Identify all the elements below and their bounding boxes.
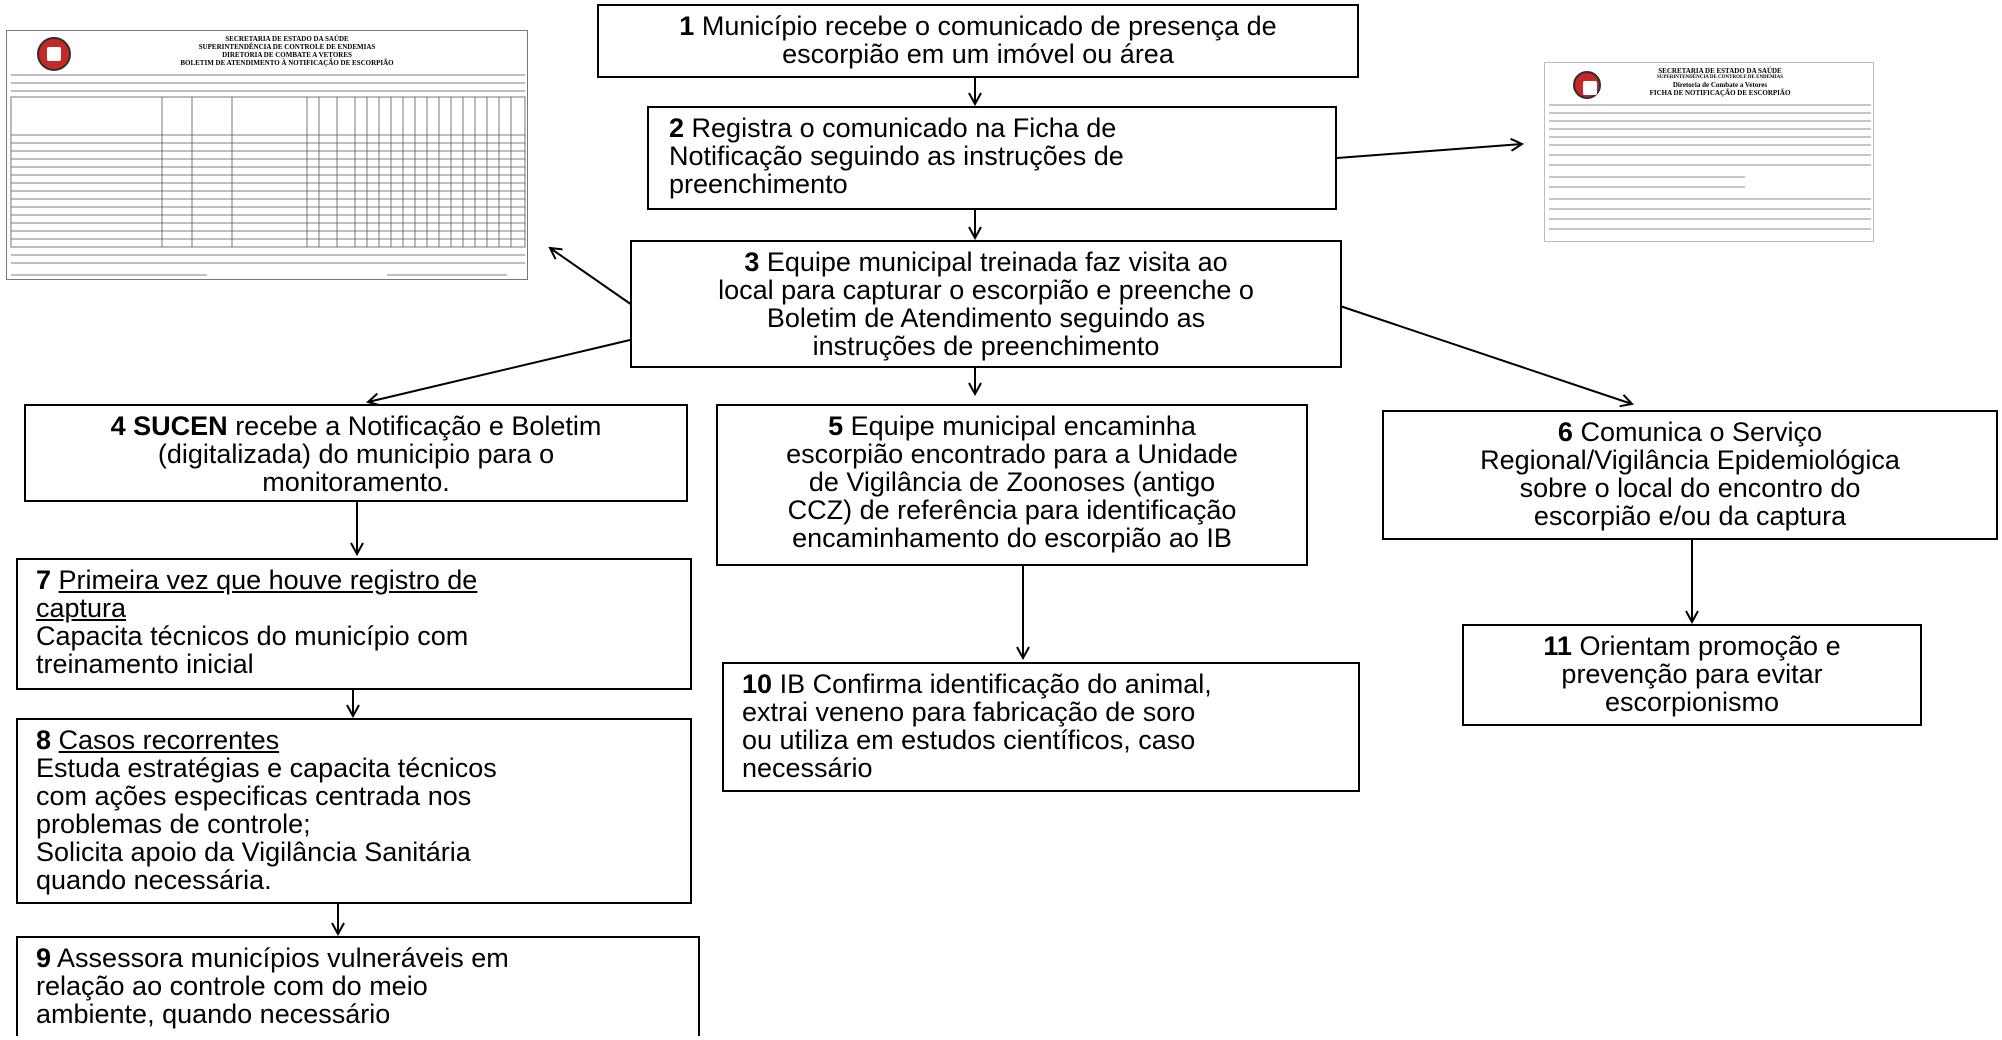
form-title-line: SUPERINTENDÊNCIA DE CONTROLE DE ENDEMIAS (1656, 75, 1784, 80)
step-text: Comunica o Serviço (1580, 417, 1823, 447)
step-text: ou utiliza em estudos científicos, caso (742, 725, 1196, 755)
step-text: recebe a Notificação e Boletim (235, 411, 602, 441)
form-title-line: SECRETARIA DE ESTADO DA SAÚDE (1658, 67, 1782, 75)
step-text: sobre o local do encontro do (1519, 473, 1861, 503)
step-text: local para capturar o escorpião e preenc… (718, 275, 1254, 305)
step-text: treinamento inicial (36, 649, 254, 679)
step-text: Estuda estratégias e capacita técnicos (36, 753, 497, 783)
step-number: 8 (36, 725, 52, 755)
step-number: 1 (679, 11, 695, 41)
arrow-2-to-form (1336, 144, 1522, 159)
step-number: 3 (744, 247, 760, 277)
step-6-box: 6 Comunica o Serviço Regional/Vigilância… (1382, 410, 1998, 540)
step-text: necessário (742, 753, 873, 783)
step-8-box: 8 Casos recorrentes Estuda estratégias e… (16, 718, 692, 904)
state-emblem-icon (1573, 71, 1601, 99)
step-heading: Primeira vez que houve registro de (58, 565, 478, 595)
step-text: IB Confirma identificação do animal, (779, 669, 1212, 699)
step-text: relação ao controle com do meio (36, 971, 428, 1001)
step-number: 4 (110, 411, 126, 441)
arrow-3-to-4 (368, 339, 631, 402)
step-number: 9 (36, 943, 52, 973)
step-3-box: 3 Equipe municipal treinada faz visita a… (630, 240, 1342, 368)
step-text: Município recebe o comunicado de presenç… (701, 11, 1277, 41)
step-text: extrai veneno para fabricação de soro (742, 697, 1196, 727)
form-table-grid (10, 74, 526, 276)
step-text: prevenção para evitar (1561, 659, 1823, 689)
step-number: 5 (828, 411, 844, 441)
step-text: preenchimento (669, 169, 848, 199)
arrow-3-to-form (550, 248, 633, 306)
step-9-box: 9 Assessora municípios vulneráveis em re… (16, 936, 700, 1036)
form-title-line: DIRETORIA DE COMBATE A VETORES (222, 51, 352, 59)
form-title-line: BOLETIM DE ATENDIMENTO À NOTIFICAÇÃO DE … (180, 59, 394, 67)
step-text: Notificação seguindo as instruções de (669, 141, 1124, 171)
step-heading: captura (36, 593, 127, 623)
step-text: quando necessária. (36, 865, 272, 895)
step-text: escorpião em um imóvel ou área (782, 39, 1174, 69)
step-text: encaminhamento do escorpião ao IB (792, 523, 1232, 553)
step-number: 6 (1557, 417, 1573, 447)
step-text: Equipe municipal encaminha (850, 411, 1196, 441)
step-number: 7 (36, 565, 52, 595)
step-heading: Casos recorrentes (58, 725, 280, 755)
step-text: Capacita técnicos do município com (36, 621, 469, 651)
step-text: problemas de controle; (36, 809, 311, 839)
step-number: 11 (1543, 631, 1572, 661)
step-10-box: 10 IB Confirma identificação do animal, … (722, 662, 1360, 792)
step-text: Regional/Vigilância Epidemiológica (1480, 445, 1900, 475)
step-text: escorpionismo (1604, 687, 1780, 717)
form-title-line: FICHA DE NOTIFICAÇÃO DE ESCORPIÃO (1649, 89, 1791, 97)
step-bold-text: SUCEN (133, 411, 228, 441)
step-text: (digitalizada) do municipio para o (157, 439, 555, 469)
step-4-box: 4 SUCEN recebe a Notificação e Boletim (… (24, 404, 688, 502)
step-1-box: 1 Município recebe o comunicado de prese… (597, 4, 1359, 78)
step-text: instruções de preenchimento (812, 331, 1160, 361)
boletim-atendimento-form-thumbnail: SECRETARIA DE ESTADO DA SAÚDE SUPERINTEN… (6, 30, 528, 280)
step-text: escorpião e/ou da captura (1533, 501, 1847, 531)
step-text: CCZ) de referência para identificação (787, 495, 1237, 525)
step-text: Equipe municipal treinada faz visita ao (766, 247, 1228, 277)
step-text: Solicita apoio da Vigilância Sanitária (36, 837, 471, 867)
form-field-lines (1549, 104, 1871, 230)
step-number: 10 (742, 669, 773, 699)
arrow-3-to-6 (1339, 305, 1632, 404)
ficha-notificacao-form-thumbnail: SECRETARIA DE ESTADO DA SAÚDE SUPERINTEN… (1544, 62, 1874, 242)
step-text: Registra o comunicado na Ficha de (691, 113, 1117, 143)
step-text: Orientam promoção e (1579, 631, 1841, 661)
step-text: escorpião encontrado para a Unidade (786, 439, 1238, 469)
step-text: com ações especificas centrada nos (36, 781, 472, 811)
step-text: Assessora municípios vulneráveis em (57, 943, 509, 973)
form-title-line: Diretoria de Combate a Vetores (1672, 81, 1768, 89)
step-text: monitoramento. (262, 467, 450, 497)
form-title-line: SUPERINTENDÊNCIA DE CONTROLE DE ENDEMIAS (198, 43, 376, 51)
step-2-box: 2 Registra o comunicado na Ficha de Noti… (647, 106, 1337, 210)
form-title-line: SECRETARIA DE ESTADO DA SAÚDE (225, 35, 349, 43)
step-text: ambiente, quando necessário (36, 999, 391, 1029)
step-5-box: 5 Equipe municipal encaminha escorpião e… (716, 404, 1308, 566)
step-number: 2 (669, 113, 685, 143)
step-text: de Vigilância de Zoonoses (antigo (808, 467, 1216, 497)
step-11-box: 11 Orientam promoção e prevenção para ev… (1462, 624, 1922, 726)
step-text: Boletim de Atendimento seguindo as (766, 303, 1206, 333)
step-7-box: 7 Primeira vez que houve registro de cap… (16, 558, 692, 690)
state-emblem-icon (37, 37, 71, 71)
